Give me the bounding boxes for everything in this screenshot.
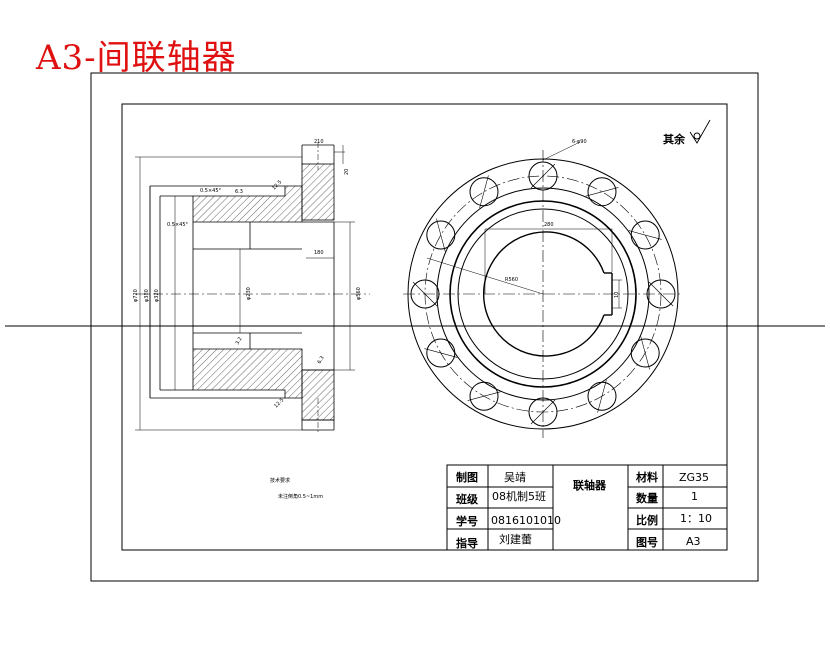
bolt-hole xyxy=(646,279,676,309)
tb-draw-label: 制图 xyxy=(456,470,478,484)
tb-qty-value: 1 xyxy=(691,490,698,503)
bolt-hole xyxy=(469,381,499,411)
dim-flange-w: 210 xyxy=(314,139,324,145)
bolt-hole-centerline xyxy=(436,218,446,252)
roughness-note: 其余 xyxy=(663,132,686,146)
tb-class-label: 班级 xyxy=(456,492,479,506)
ra-3: 3.2 xyxy=(235,336,244,346)
dim-flange-h: 20 xyxy=(344,169,350,175)
bolt-hole xyxy=(528,397,558,427)
tb-scale-value: 1：10 xyxy=(680,512,712,525)
bolt-hole-centerline xyxy=(530,399,556,425)
dim-keyway-width: 280 xyxy=(544,222,554,228)
bolt-hole-centerline xyxy=(648,281,674,307)
tb-material-label: 材料 xyxy=(636,470,658,484)
bolt-hole-centerline xyxy=(467,391,501,401)
dim-front-radius: R560 xyxy=(505,277,518,283)
ra-1: 6.3 xyxy=(235,189,243,195)
note-line: 未注倒角0.5~1mm xyxy=(278,493,323,500)
bolt-hole-centerline xyxy=(585,187,619,197)
tb-id-label: 学号 xyxy=(456,514,478,528)
page-title: A3-间联轴器 xyxy=(36,38,237,78)
dim-chamfer-2: 0.5×45° xyxy=(167,222,189,228)
note-heading: 技术要求 xyxy=(270,477,290,484)
tb-guide-label: 指导 xyxy=(456,536,478,550)
bolt-hole-centerline xyxy=(479,175,489,209)
dim-dia-bore: φ230 xyxy=(246,287,252,300)
bolt-hole-centerline xyxy=(530,163,556,189)
tb-drawing-no-value: A3 xyxy=(686,535,701,548)
roughness-symbol-icon xyxy=(689,119,711,144)
dim-dia-outer: φ720 xyxy=(133,289,139,302)
bolt-hole-centerline xyxy=(424,348,458,358)
hatch-upper-flange xyxy=(301,163,335,221)
outer-frame xyxy=(90,72,759,582)
bolt-hole xyxy=(469,177,499,207)
dim-bore-len: 180 xyxy=(314,250,324,256)
bolt-hole-centerline xyxy=(412,281,438,307)
bolt-hole xyxy=(587,177,617,207)
tb-scale-label: 比例 xyxy=(636,513,658,527)
ra-5: 12.5 xyxy=(273,397,285,409)
bolt-hole xyxy=(410,279,440,309)
dim-dia-right: φ560 xyxy=(356,287,362,300)
bolt-hole xyxy=(528,161,558,191)
hatch-lower xyxy=(192,348,303,399)
tb-part-name: 联轴器 xyxy=(573,478,607,492)
tb-qty-label: 数量 xyxy=(636,491,658,505)
bolt-hole xyxy=(426,220,456,250)
title-block xyxy=(446,464,728,551)
section-view xyxy=(135,142,370,434)
tb-id-value: 0816101010 xyxy=(491,514,561,527)
bolt-hole-centerline xyxy=(628,230,662,240)
dim-keyway-depth: 10 xyxy=(614,292,620,298)
dim-dia-2: φ380 xyxy=(144,289,150,302)
bolt-hole xyxy=(630,220,660,250)
bolt-hole-centerline xyxy=(640,336,650,370)
tb-class-value: 08机制5班 xyxy=(492,489,546,503)
tb-material-value: ZG35 xyxy=(679,471,709,484)
dim-bolt-circle: 6-φ90 xyxy=(572,139,587,145)
tb-drawing-no-label: 图号 xyxy=(636,536,658,549)
dim-dia-3: φ320 xyxy=(154,289,160,302)
ra-4: 6.3 xyxy=(317,355,326,365)
front-view xyxy=(403,141,683,438)
bolt-hole-centerline xyxy=(597,379,607,413)
dim-chamfer-1: 0.5×45° xyxy=(200,188,222,194)
bolt-hole xyxy=(587,381,617,411)
bolt-hole-group xyxy=(410,161,676,427)
ra-2: 12.5 xyxy=(271,179,283,191)
tb-draw-value: 吴靖 xyxy=(504,471,526,484)
inner-frame xyxy=(121,103,728,551)
bolt-hole xyxy=(630,338,660,368)
tb-guide-value: 刘建蕾 xyxy=(499,532,532,546)
bolt-hole xyxy=(426,338,456,368)
